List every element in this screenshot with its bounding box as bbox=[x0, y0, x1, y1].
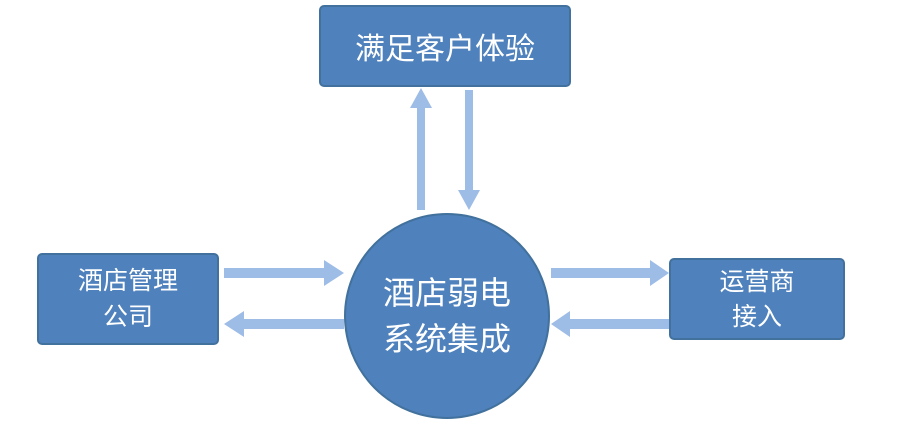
node-hotel-management-company: 酒店管理 公司 bbox=[37, 253, 219, 345]
node-operator-line1: 运营商 bbox=[719, 267, 795, 296]
node-customer-experience-label: 满足客户体验 bbox=[355, 32, 535, 67]
node-hotel-management-line1: 酒店管理 bbox=[77, 265, 178, 295]
node-customer-experience: 满足客户体验 bbox=[319, 5, 571, 87]
arrow-center-to-left bbox=[224, 311, 344, 337]
arrow-right-to-center bbox=[551, 311, 669, 337]
node-center-line1: 酒店弱电 bbox=[382, 273, 511, 312]
arrow-top-to-center bbox=[458, 90, 480, 210]
arrow-center-to-top bbox=[410, 88, 432, 210]
arrow-left-to-center bbox=[224, 260, 344, 286]
node-hotel-management-line2: 公司 bbox=[102, 302, 153, 331]
node-operator-line2: 接入 bbox=[731, 302, 782, 331]
arrow-center-to-right bbox=[551, 260, 669, 286]
node-hotel-weak-current-integration: 酒店弱电 系统集成 bbox=[344, 213, 550, 419]
node-operator-access: 运营商 接入 bbox=[669, 258, 845, 340]
node-center-line2: 系统集成 bbox=[382, 320, 511, 358]
